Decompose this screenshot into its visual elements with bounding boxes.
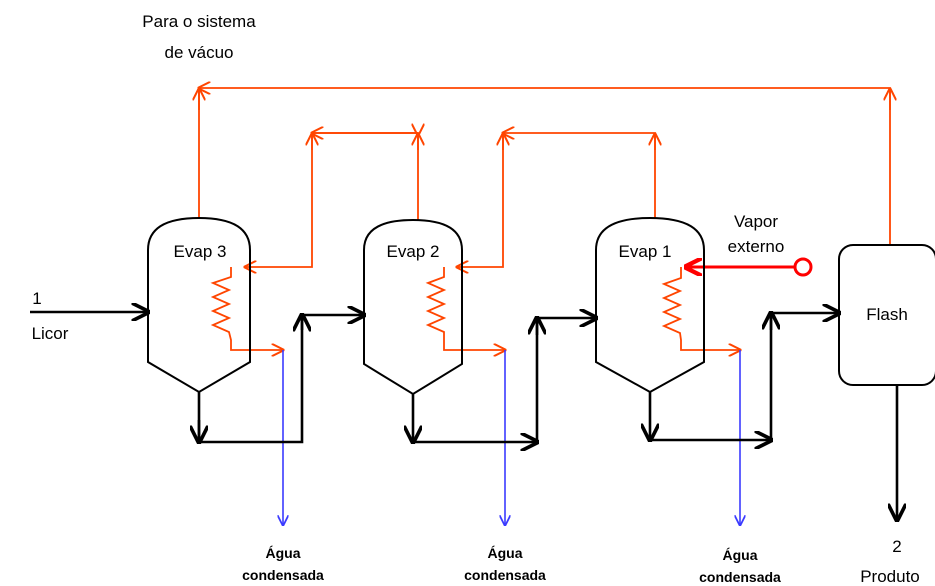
evap2-condensate-line2: condensada (464, 567, 546, 583)
evaporator-2 (363, 218, 463, 396)
external-steam-source (793, 257, 813, 277)
external-steam-line2: externo (728, 237, 785, 256)
vacuum-label-line1: Para o sistema (142, 12, 256, 31)
flash-label: Flash (866, 305, 908, 324)
evap2-heating-coil (425, 267, 505, 350)
product-name: Produto (860, 567, 920, 586)
external-steam-line1: Vapor (734, 212, 778, 231)
evaporator-1 (595, 216, 705, 394)
vacuum-header-line (199, 88, 891, 245)
evap2-vapor-to-evap3 (312, 132, 419, 220)
evap3-heating-coil (210, 267, 283, 350)
evap3-condensate-line1: Água (266, 545, 301, 561)
evap1-label: Evap 1 (619, 242, 672, 261)
process-lines (30, 312, 897, 520)
evap3-condensate-line2: condensada (242, 567, 324, 583)
evap1-condensate-line1: Água (723, 547, 758, 563)
vacuum-label-line2: de vácuo (165, 43, 234, 62)
evap1-condensate-line2: condensada (699, 569, 781, 585)
evap1-heating-coil (661, 267, 740, 350)
feed-name: Licor (32, 324, 69, 343)
condensate-lines (283, 350, 740, 525)
evap2-label: Evap 2 (387, 242, 440, 261)
feed-number: 1 (32, 289, 41, 308)
evap2-condensate-line1: Água (488, 545, 523, 561)
product-number: 2 (892, 537, 901, 556)
evaporator-3 (147, 216, 251, 394)
evap1-vapor-to-evap2 (503, 133, 656, 218)
evap3-label: Evap 3 (174, 242, 227, 261)
vapor-lines (199, 88, 890, 350)
